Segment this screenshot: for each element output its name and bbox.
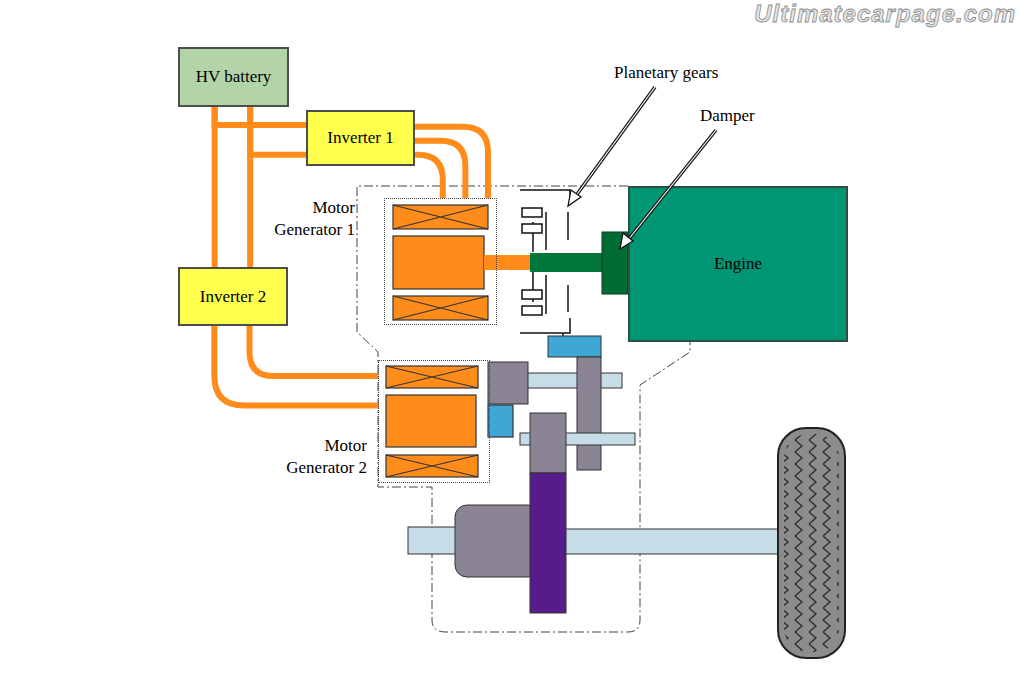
power-cable — [214, 326, 378, 406]
power-cable — [215, 107, 306, 155]
cable-line — [415, 141, 465, 198]
cable-line — [212, 107, 218, 267]
part-heading: Motor Generator 1 — [255, 197, 355, 241]
part-heading: Motor Generator 2 — [267, 435, 367, 479]
part-label-holder: Damper — [700, 105, 755, 126]
cable-line — [247, 107, 253, 267]
damper-symbol — [602, 232, 628, 294]
part-label-holder: Planetary gears — [614, 62, 718, 83]
watermark-holder: Ultimatecarpage.com — [754, 0, 1016, 28]
box-label: Inverter 2 — [200, 286, 267, 307]
part-label: Damper — [700, 106, 755, 125]
motor-generator-box: Motor Generator 2 — [378, 360, 490, 483]
motor-generator-2-symbol — [386, 366, 513, 477]
cable-line — [250, 326, 379, 376]
power-cable — [415, 127, 488, 198]
part-label: Planetary gears — [614, 63, 718, 82]
box-label: Engine — [714, 253, 762, 274]
battery-box: HV battery — [178, 47, 289, 107]
inverter-box: Inverter 1 — [306, 110, 415, 166]
engine-shaft — [530, 253, 604, 272]
cable-line — [215, 107, 306, 125]
reduction-gears — [488, 336, 635, 473]
leader-arrow — [568, 87, 655, 206]
cable-line — [250, 107, 306, 155]
cable-line — [415, 155, 443, 198]
inverter-box: Inverter 2 — [178, 267, 288, 326]
cable-line — [214, 326, 378, 406]
box-label: HV battery — [196, 66, 272, 87]
box-label: Inverter 1 — [327, 127, 394, 148]
cable-line — [415, 127, 488, 198]
axle-and-wheel — [408, 428, 845, 658]
motor-generator-1-symbol — [393, 205, 530, 320]
leader-arrow — [620, 130, 716, 249]
engine-box: Engine — [628, 186, 848, 342]
motor-generator-box: Motor Generator 1 — [384, 198, 497, 325]
power-cable — [215, 107, 251, 267]
watermark: Ultimatecarpage.com — [754, 0, 1016, 27]
